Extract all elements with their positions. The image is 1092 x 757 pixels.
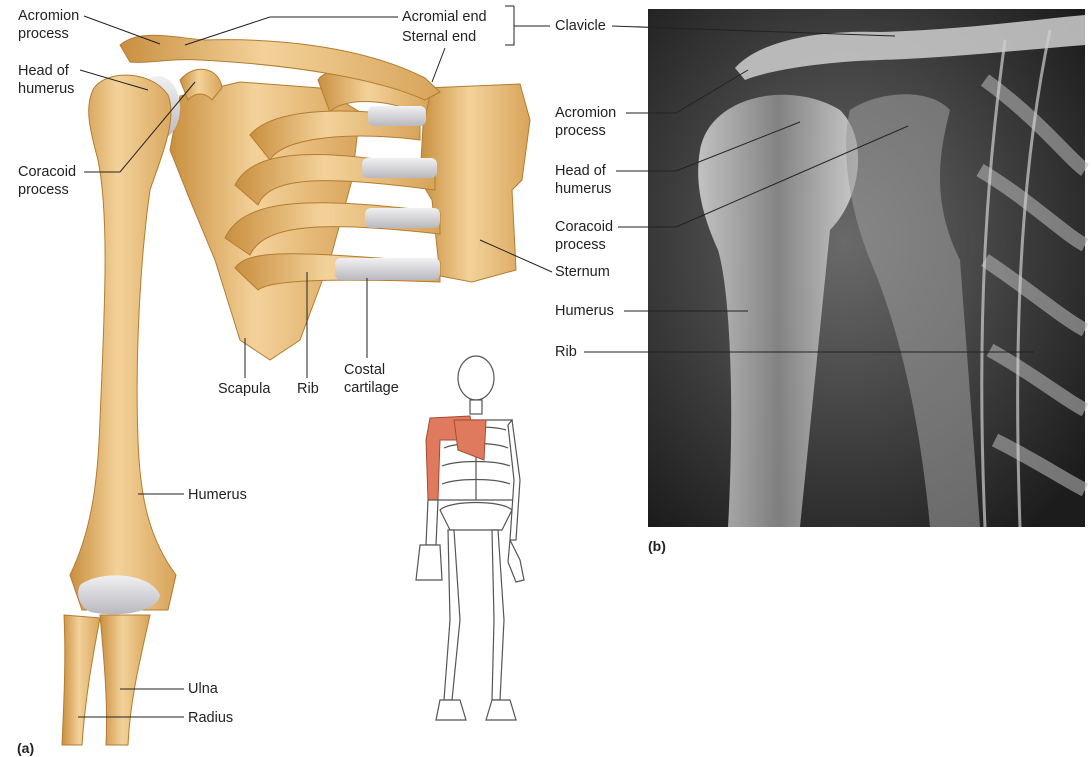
label-radius: Radius [188, 709, 233, 727]
label-acromial-end: Acromial end [402, 8, 487, 26]
label-humerus-b: Humerus [555, 302, 614, 320]
panel-letter-a: (a) [17, 740, 34, 756]
label-ulna: Ulna [188, 680, 218, 698]
label-costal-cartilage: Costal cartilage [344, 361, 399, 397]
label-rib-b: Rib [555, 343, 577, 361]
label-scapula: Scapula [218, 380, 270, 398]
label-coracoid-process-a: Coracoid process [18, 163, 76, 199]
panel-letter-b: (b) [648, 538, 666, 554]
label-rib-a: Rib [297, 380, 319, 398]
label-head-of-humerus-b: Head of humerus [555, 162, 611, 198]
label-acromion-process-b: Acromion process [555, 104, 616, 140]
label-sternum: Sternum [555, 263, 610, 281]
label-humerus-a: Humerus [188, 486, 247, 504]
label-acromion-process-a: Acromion process [18, 7, 79, 43]
label-sternal-end: Sternal end [402, 28, 476, 46]
label-head-of-humerus-a: Head of humerus [18, 62, 74, 98]
label-clavicle: Clavicle [555, 17, 606, 35]
label-coracoid-process-b: Coracoid process [555, 218, 613, 254]
